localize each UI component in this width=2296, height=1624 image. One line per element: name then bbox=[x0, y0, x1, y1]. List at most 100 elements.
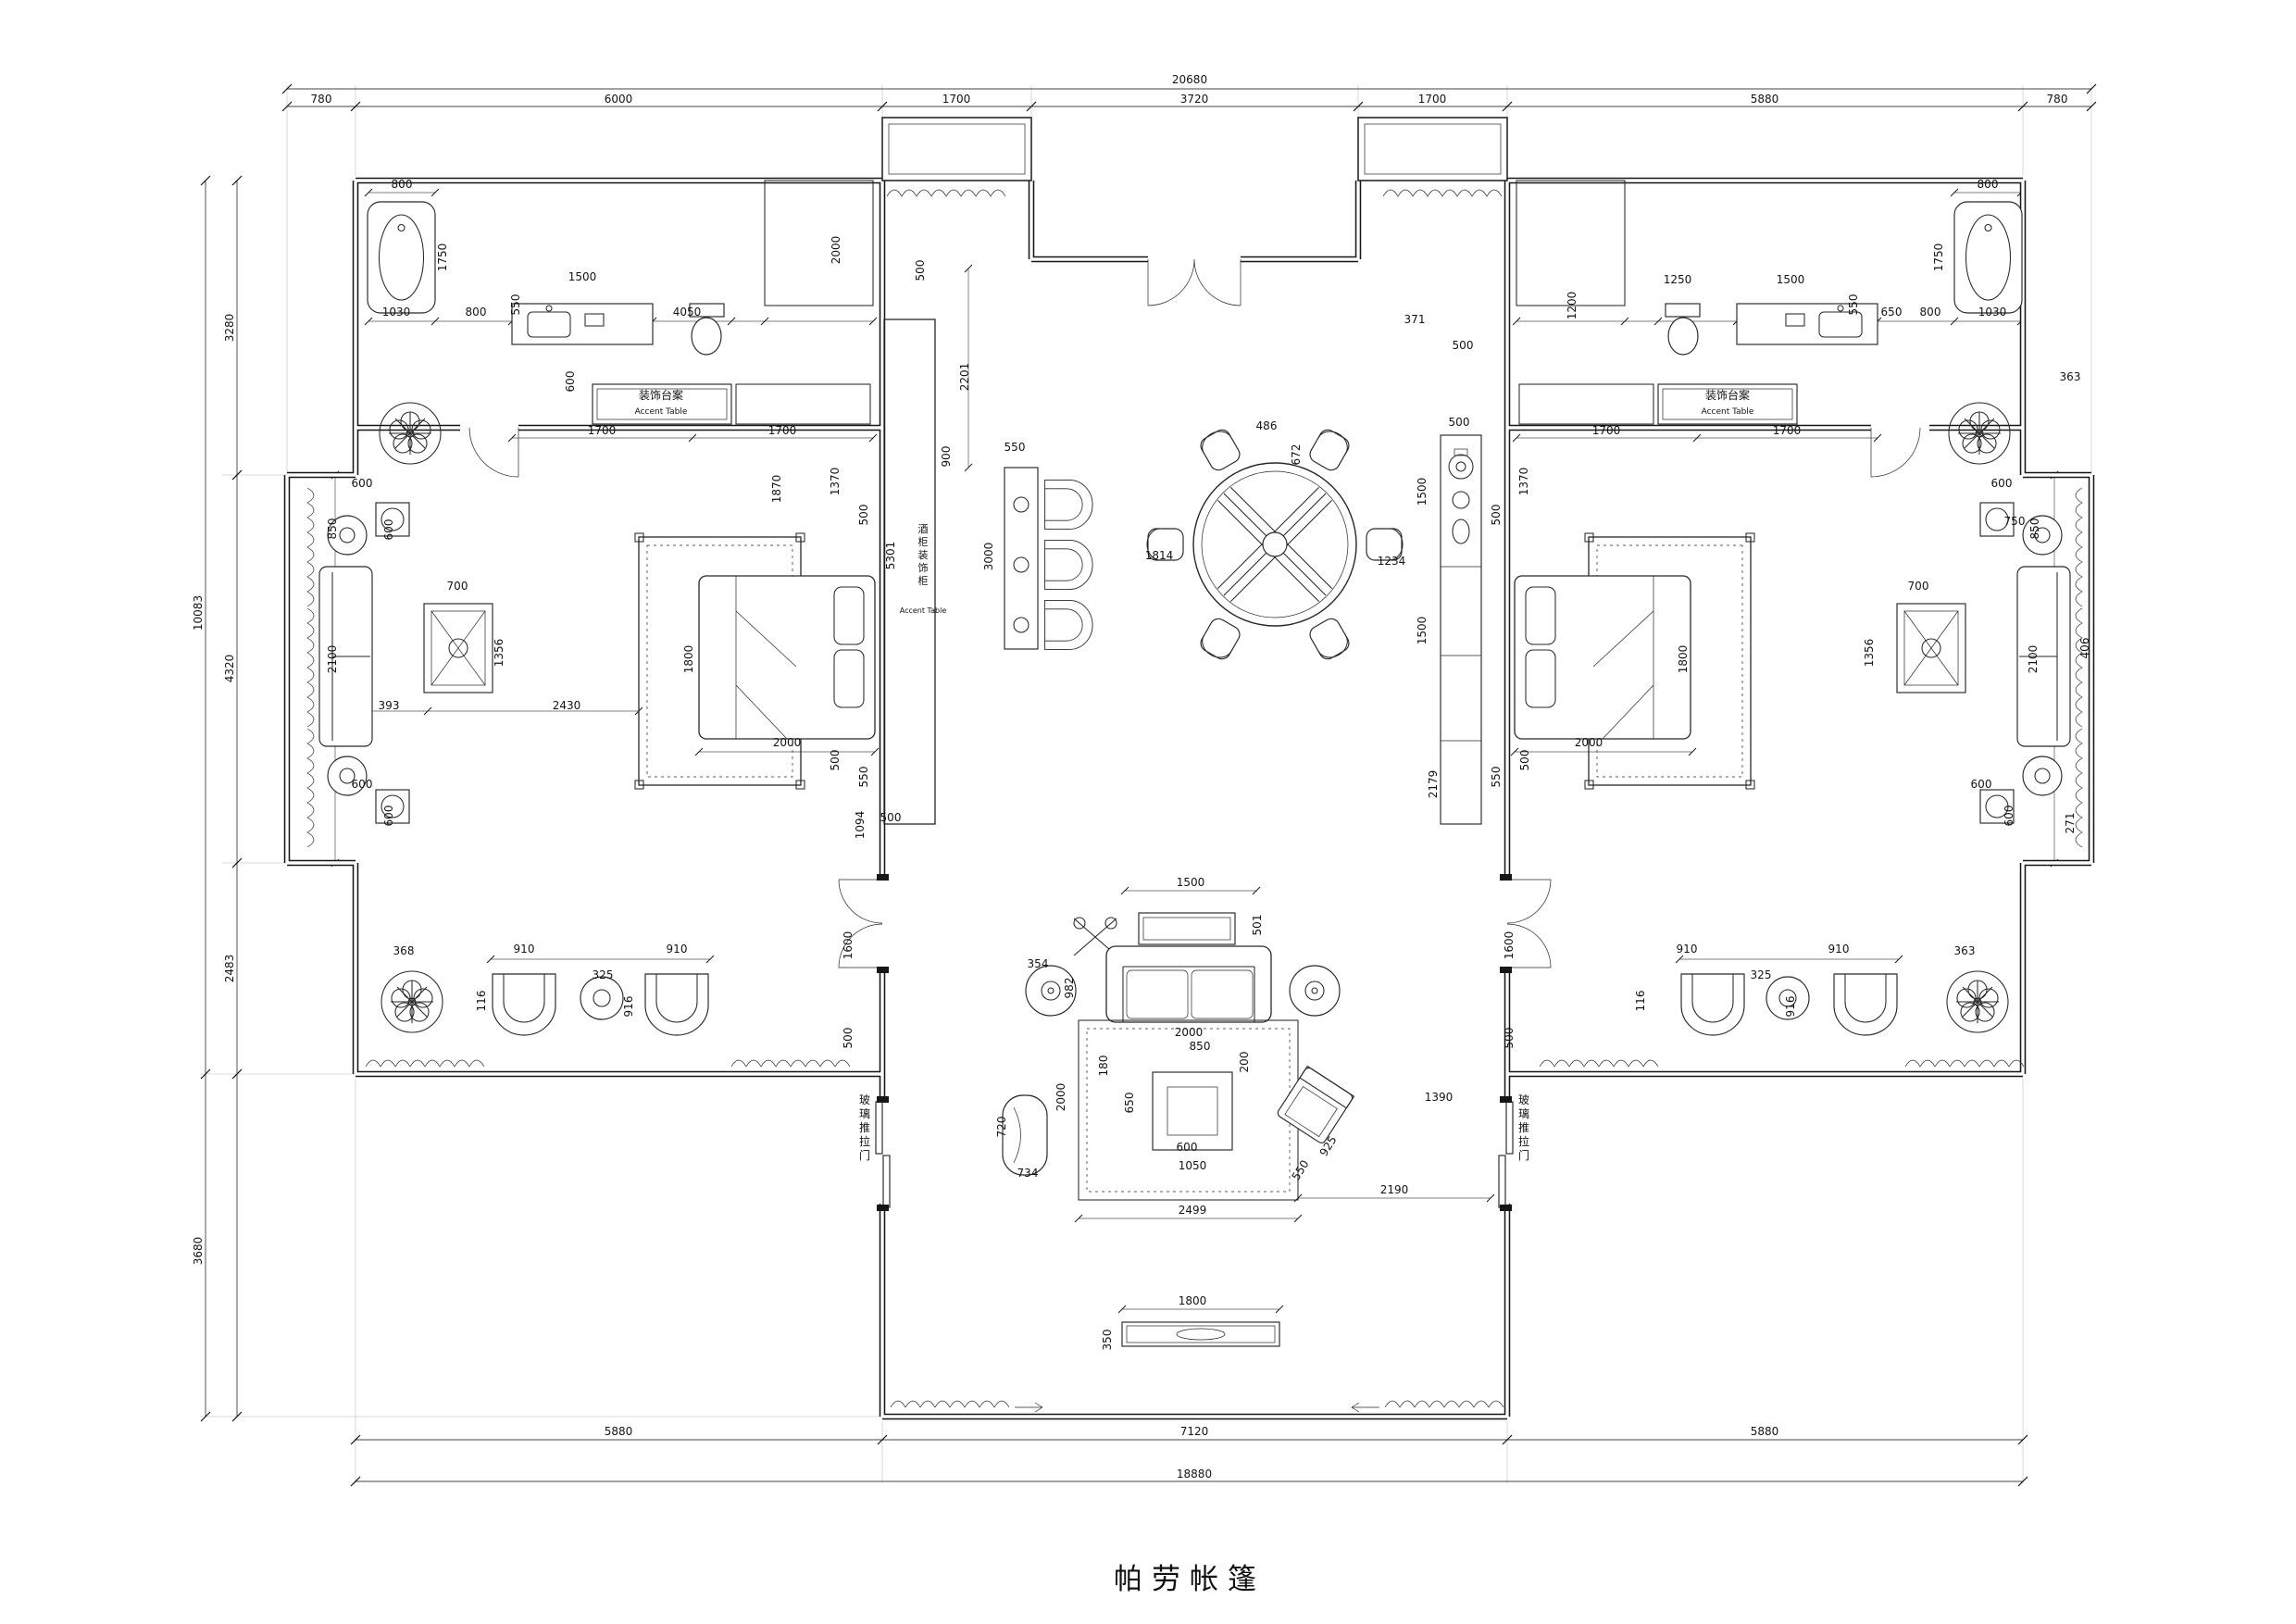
dim-label: 600 bbox=[382, 519, 395, 541]
dim-label: 368 bbox=[393, 944, 415, 957]
dim-label: 650 bbox=[1123, 1093, 1136, 1114]
dim-label: 1500 bbox=[568, 270, 597, 283]
dim-label: 1750 bbox=[1932, 244, 1945, 272]
dim-label: 363 bbox=[2060, 370, 2081, 383]
dim-label: 1700 bbox=[942, 93, 971, 106]
entry-porch-left bbox=[881, 117, 1032, 181]
dim-label: 900 bbox=[940, 446, 953, 468]
dim-label: 2100 bbox=[326, 645, 339, 674]
dim-label: 800 bbox=[1978, 178, 1999, 191]
side-table-round bbox=[327, 515, 368, 796]
dim-label: 700 bbox=[1908, 580, 1929, 593]
accent-table-label-cn: 装饰台案 bbox=[639, 388, 683, 402]
dim-label: 910 bbox=[667, 943, 688, 956]
curtain-waves bbox=[886, 189, 1006, 197]
tub-chair bbox=[644, 973, 709, 1036]
dim-label: 550 bbox=[1490, 767, 1503, 788]
dim-label: 200 bbox=[1238, 1052, 1251, 1073]
dim-label: 1094 bbox=[854, 811, 867, 840]
dim-label: 1600 bbox=[1503, 931, 1516, 960]
bed bbox=[698, 575, 876, 740]
dim-label: 780 bbox=[2047, 93, 2068, 106]
dining-chair bbox=[1306, 425, 1354, 474]
direction-arrow bbox=[1351, 1402, 1380, 1413]
dim-label: 325 bbox=[1751, 968, 1772, 981]
dim-label: 6000 bbox=[605, 93, 633, 106]
dimension-lines bbox=[200, 83, 2097, 1487]
dim-label: 5880 bbox=[605, 1425, 633, 1438]
dim-label: 2000 bbox=[830, 236, 842, 265]
dim-label: 1700 bbox=[1418, 93, 1447, 106]
dim-label: 1500 bbox=[1416, 478, 1429, 506]
console-table bbox=[1004, 467, 1039, 650]
coffee-table bbox=[1152, 1071, 1233, 1151]
chaise-bench bbox=[1002, 1094, 1048, 1176]
dim-label: 2000 bbox=[773, 736, 802, 749]
dim-label: 910 bbox=[1828, 943, 1850, 956]
dim-label: 1700 bbox=[1773, 424, 1802, 437]
shower bbox=[764, 180, 874, 306]
dim-label: 1030 bbox=[1978, 306, 2007, 319]
dim-label: 1600 bbox=[842, 931, 855, 960]
dim-label: 1390 bbox=[1425, 1091, 1454, 1104]
dim-label: 500 bbox=[857, 505, 870, 526]
dim-label: 550 bbox=[1004, 441, 1026, 454]
dim-label: 1500 bbox=[1777, 273, 1805, 286]
dining-table bbox=[1192, 462, 1357, 627]
center-zone bbox=[875, 117, 1514, 1413]
dim-label: 10083 bbox=[192, 595, 205, 631]
glass-sliding-door-label: 玻璃推拉门 bbox=[1518, 1093, 1529, 1162]
dim-label: 2430 bbox=[553, 699, 581, 712]
dim-label: 1356 bbox=[1863, 639, 1876, 668]
dim-label: 325 bbox=[593, 968, 614, 981]
dim-label: 2201 bbox=[958, 363, 971, 392]
dim-label: 18880 bbox=[1177, 1468, 1212, 1480]
accent-table-label-en: Accent Table bbox=[635, 407, 688, 417]
dim-label: 550 bbox=[857, 767, 870, 788]
ornate-table bbox=[423, 603, 493, 693]
dim-label: 916 bbox=[622, 996, 635, 1018]
dim-label: 5880 bbox=[1751, 93, 1779, 106]
curtain-waves bbox=[306, 728, 315, 848]
dim-label: 600 bbox=[352, 778, 373, 791]
sofa-console bbox=[1138, 912, 1236, 945]
dim-label: 600 bbox=[2003, 806, 2015, 827]
dim-label: 371 bbox=[1404, 313, 1426, 326]
curtain-waves bbox=[890, 1400, 1010, 1408]
curtain-waves bbox=[365, 1059, 485, 1068]
dim-label: 1700 bbox=[588, 424, 617, 437]
dim-label: 1500 bbox=[1177, 876, 1205, 889]
planter-box bbox=[375, 502, 410, 824]
dim-label: 720 bbox=[995, 1117, 1008, 1138]
dim-label: 2483 bbox=[223, 955, 236, 983]
dim-label: 350 bbox=[1101, 1330, 1114, 1351]
dim-label: 1030 bbox=[382, 306, 411, 319]
dim-label: 1370 bbox=[829, 468, 842, 496]
accent-table-label-en: Accent Table bbox=[1702, 407, 1754, 417]
bathtub bbox=[367, 201, 436, 314]
plant bbox=[379, 402, 442, 465]
dim-label: 1700 bbox=[1592, 424, 1621, 437]
main-entry-doors bbox=[1147, 258, 1242, 306]
entry-porch-right bbox=[1357, 117, 1508, 181]
dim-label: 550 bbox=[509, 294, 522, 316]
radiator-grill bbox=[735, 383, 871, 425]
vanity-counter bbox=[511, 303, 654, 345]
dim-label: 2000 bbox=[1175, 1026, 1204, 1039]
dim-label: 180 bbox=[1097, 1056, 1110, 1077]
dim-label: 2000 bbox=[1054, 1083, 1067, 1112]
dim-label: 650 bbox=[1881, 306, 1903, 319]
dim-label: 500 bbox=[880, 811, 902, 824]
dim-label: 500 bbox=[1503, 1028, 1516, 1049]
toilet bbox=[689, 303, 725, 356]
dim-label: 600 bbox=[1991, 477, 2013, 490]
dim-label: 600 bbox=[564, 371, 577, 393]
dim-label: 500 bbox=[842, 1028, 855, 1049]
dim-label: 600 bbox=[352, 477, 373, 490]
dim-label: 5301 bbox=[884, 542, 897, 570]
accent-table-label-cn: 装饰台案 bbox=[1705, 388, 1750, 402]
floor-lamp bbox=[1073, 917, 1117, 956]
wine-cabinet-screen bbox=[883, 319, 936, 825]
dining-chair bbox=[1196, 425, 1243, 474]
